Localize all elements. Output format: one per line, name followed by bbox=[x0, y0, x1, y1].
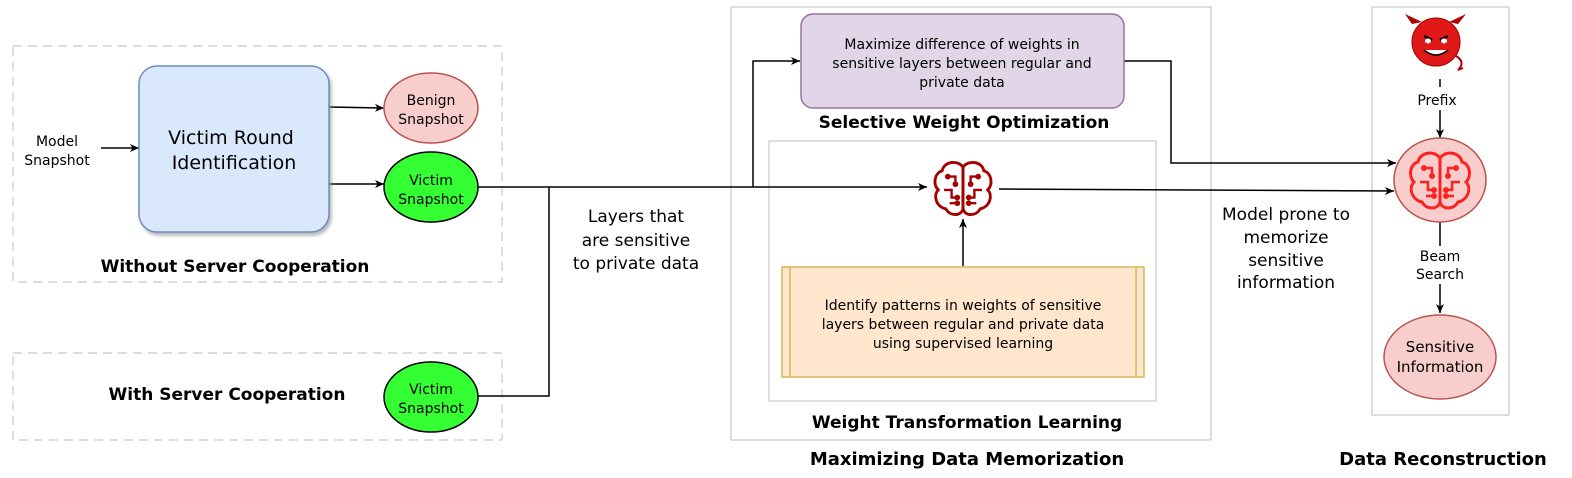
devil-icon bbox=[1405, 14, 1466, 71]
reconstruction-group bbox=[1371, 6, 1510, 416]
reconstruction-title: Data Reconstruction bbox=[1339, 449, 1547, 470]
victim-snapshot-1-line-2: Snapshot bbox=[398, 192, 464, 208]
maximize-line-1: Maximize difference of weights in bbox=[844, 37, 1079, 53]
model-prone-line-3: sensitive bbox=[1248, 251, 1324, 271]
maximizing-group bbox=[730, 6, 1212, 441]
victim-round-box bbox=[138, 65, 330, 233]
benign-snapshot-ellipse bbox=[383, 72, 479, 144]
maximize-line-3: private data bbox=[919, 75, 1004, 91]
layers-sensitive-line-1: Layers that bbox=[588, 207, 685, 227]
beam-search-line-2: Search bbox=[1416, 267, 1464, 283]
maximizing-title: Maximizing Data Memorization bbox=[810, 449, 1124, 470]
beam-search-line-1: Beam bbox=[1420, 249, 1460, 265]
layers-sensitive-line-2: are sensitive bbox=[582, 231, 690, 251]
weight-transformation-group bbox=[768, 140, 1157, 402]
model-prone-line-4: information bbox=[1237, 273, 1335, 293]
maximize-box bbox=[800, 13, 1125, 109]
connectors bbox=[101, 57, 1444, 397]
victim-round-line-2: Identification bbox=[172, 152, 297, 174]
identify-box bbox=[781, 266, 1145, 378]
benign-snapshot-line-2: Snapshot bbox=[398, 112, 464, 128]
benign-snapshot-line-1: Benign bbox=[407, 93, 456, 109]
sensitive-info-line-2: Information bbox=[1397, 358, 1484, 376]
model-snapshot-line-1: Model bbox=[36, 134, 78, 150]
with-server-title: With Server Cooperation bbox=[109, 385, 346, 405]
without-server-title: Without Server Cooperation bbox=[101, 257, 370, 277]
layers-sensitive-line-3: to private data bbox=[573, 254, 699, 274]
selective-weight-title: Selective Weight Optimization bbox=[819, 113, 1110, 133]
brain-icon bbox=[933, 160, 993, 217]
weight-transformation-title: Weight Transformation Learning bbox=[812, 413, 1122, 433]
identify-line-2: layers between regular and private data bbox=[822, 317, 1105, 333]
model-snapshot-line-2: Snapshot bbox=[24, 153, 90, 169]
sensitive-information-ellipse bbox=[1383, 314, 1497, 400]
victim-snapshot-2-line-2: Snapshot bbox=[398, 401, 464, 417]
without-server-group bbox=[12, 45, 503, 283]
victim-snapshot-1-ellipse bbox=[383, 151, 479, 223]
identify-line-3: using supervised learning bbox=[873, 336, 1053, 352]
model-prone-line-2: memorize bbox=[1243, 228, 1328, 248]
victim-round-line-1: Victim Round bbox=[168, 127, 294, 149]
prefix-label: Prefix bbox=[1417, 93, 1456, 109]
model-prone-line-1: Model prone to bbox=[1222, 205, 1350, 225]
victim-snapshot-2-line-1: Victim bbox=[409, 382, 453, 398]
maximize-line-2: sensitive layers between regular and bbox=[832, 56, 1091, 72]
identify-line-1: Identify patterns in weights of sensitiv… bbox=[825, 298, 1102, 314]
victim-snapshot-2-ellipse bbox=[383, 361, 479, 433]
victim-snapshot-1-line-1: Victim bbox=[409, 173, 453, 189]
sensitive-info-line-1: Sensitive bbox=[1406, 338, 1474, 356]
